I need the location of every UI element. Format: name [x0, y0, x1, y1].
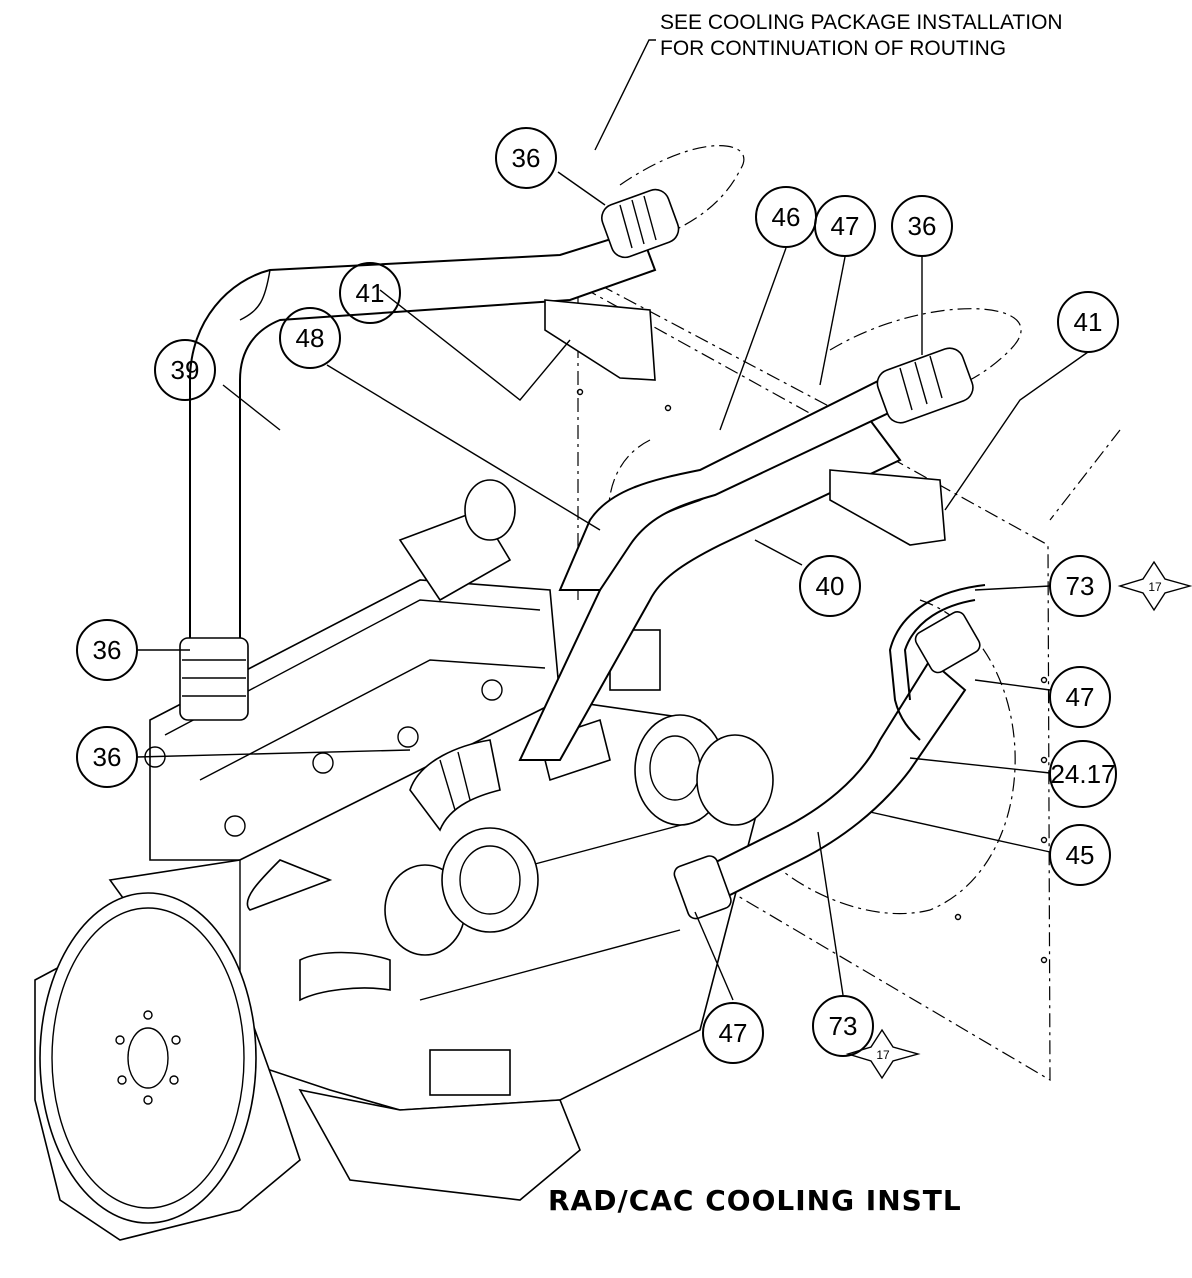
svg-text:47: 47	[1066, 682, 1095, 712]
svg-text:45: 45	[1066, 840, 1095, 870]
balloon-39: 39	[154, 339, 216, 401]
balloon-36-left: 36	[76, 619, 138, 681]
svg-text:17: 17	[1148, 580, 1162, 594]
balloon-36-right: 36	[891, 195, 953, 257]
balloon-47-top: 47	[814, 195, 876, 257]
drawing-title: RAD/CAC COOLING INSTL	[548, 1184, 962, 1217]
balloon-36-top: 36	[495, 127, 557, 189]
pipe-45	[678, 658, 967, 912]
svg-text:36: 36	[908, 211, 937, 241]
svg-text:36: 36	[512, 143, 541, 173]
balloon-73-top: 73	[1049, 555, 1111, 617]
brackets-41	[544, 299, 946, 546]
balloon-40: 40	[799, 555, 861, 617]
balloon-41-right: 41	[1057, 291, 1119, 353]
svg-text:41: 41	[356, 278, 385, 308]
svg-text:41: 41	[1074, 307, 1103, 337]
hose-36-upper	[601, 188, 680, 259]
routing-note: SEE COOLING PACKAGE INSTALLATION FOR CON…	[594, 11, 1063, 151]
svg-text:36: 36	[93, 635, 122, 665]
routing-note-line-2: FOR CONTINUATION OF ROUTING	[660, 37, 1006, 60]
svg-text:36: 36	[93, 742, 122, 772]
balloon-45: 45	[1049, 824, 1111, 886]
balloon-47-bottom: 47	[702, 1002, 764, 1064]
balloon-41-left: 41	[339, 262, 401, 324]
hose-36-left	[179, 637, 249, 721]
balloon-48: 48	[279, 307, 341, 369]
svg-text:47: 47	[719, 1018, 748, 1048]
hose-47-lower	[673, 855, 732, 920]
engine-assembly	[34, 479, 774, 1241]
svg-text:17: 17	[876, 1048, 890, 1062]
svg-text:47: 47	[831, 211, 860, 241]
balloon-24-17: 24.17	[1049, 740, 1117, 808]
routing-note-line-1: SEE COOLING PACKAGE INSTALLATION	[660, 11, 1063, 34]
flag-note-17-top: 17	[1117, 560, 1192, 612]
balloon-36-turbo: 36	[76, 726, 138, 788]
svg-text:40: 40	[816, 571, 845, 601]
balloon-73-bottom: 73	[812, 995, 874, 1057]
svg-text:73: 73	[1066, 571, 1095, 601]
svg-text:39: 39	[171, 355, 200, 385]
svg-text:46: 46	[772, 202, 801, 232]
svg-text:73: 73	[829, 1011, 858, 1041]
pipe-39	[189, 228, 657, 651]
hose-47-upper	[914, 611, 981, 674]
hose-24-17	[888, 584, 986, 741]
balloon-47-right: 47	[1049, 666, 1111, 728]
hose-36-turbo	[409, 739, 501, 832]
flag-note-17-bottom: 17	[845, 1028, 921, 1080]
svg-text:24.17: 24.17	[1050, 759, 1115, 789]
leader-lines	[136, 171, 1089, 1001]
hose-36-right	[876, 347, 974, 424]
balloon-46: 46	[755, 186, 817, 248]
svg-text:48: 48	[296, 323, 325, 353]
